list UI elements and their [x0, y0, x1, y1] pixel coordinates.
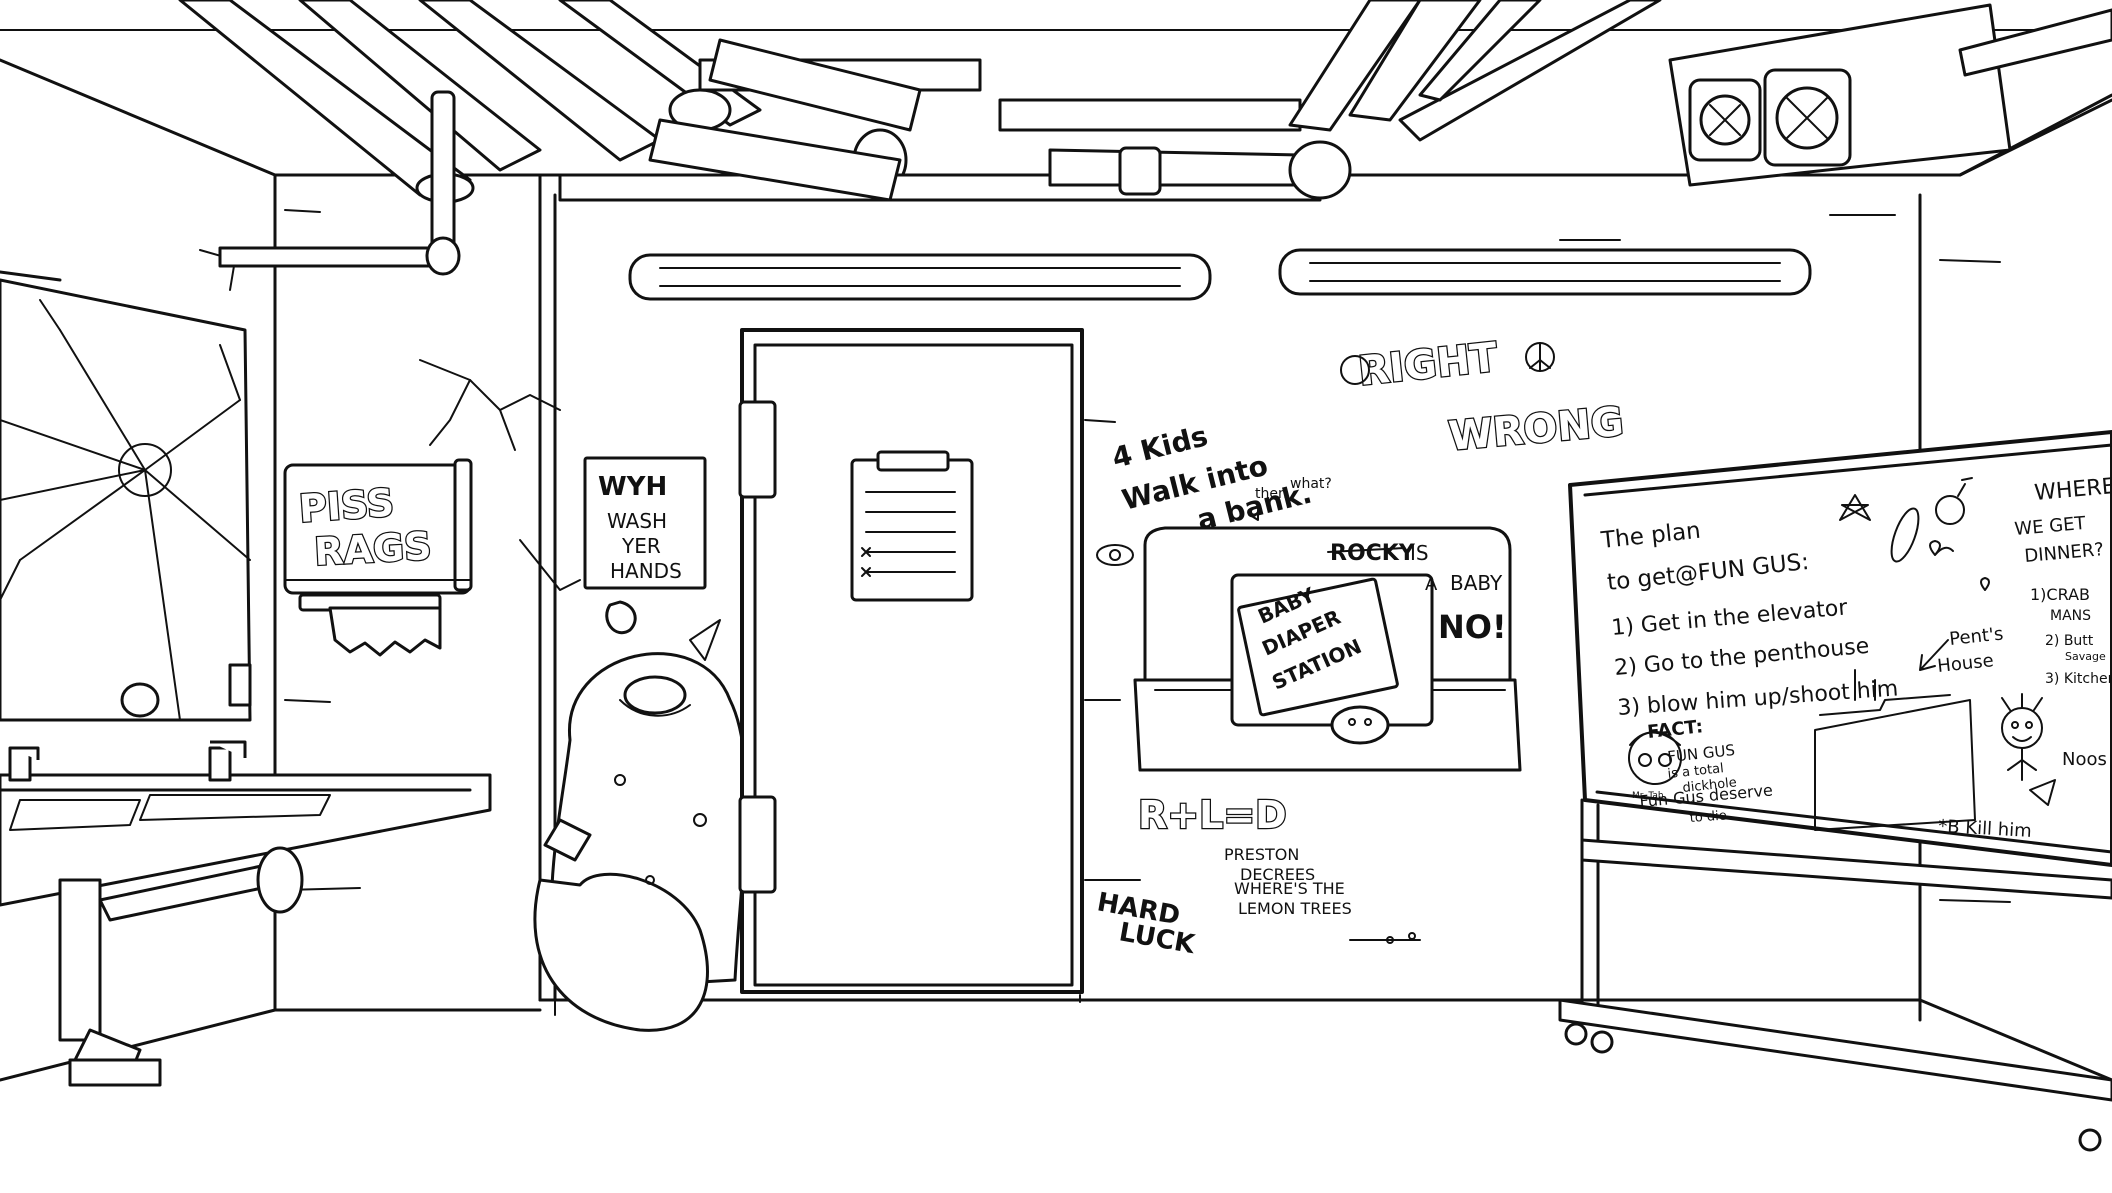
graffiti-right-wrong: RIGHT WRONG — [1340, 333, 1627, 461]
broken-mirror — [0, 278, 252, 722]
ceiling-lights — [628, 248, 1812, 301]
option-line1: 1)CRAB — [2030, 585, 2090, 604]
ceiling-pipes — [178, 0, 2112, 276]
trash-bags — [533, 600, 748, 1032]
kill-him-text: *B Kill him — [1938, 816, 2033, 842]
graffiti-is: IS — [1410, 541, 1429, 565]
graffiti-lower: R+L=D HARD LUCK PRESTON DECREES WHERE'S … — [1095, 792, 1416, 960]
fact-line2: is a total — [1667, 761, 1725, 782]
graffiti-wrong: WRONG — [1447, 399, 1626, 460]
doodle-tag: Mr. Tah — [1632, 791, 1664, 801]
yer-text: YER — [621, 534, 661, 558]
hard-luck-line2: LUCK — [1117, 917, 1198, 960]
whiteboard: The plan to get@FUN GUS: 1) Get in the e… — [1558, 430, 2112, 1152]
kids-joke-aside1: then — [1255, 486, 1287, 502]
graffiti-no: NO! — [1438, 608, 1507, 646]
preston-line3: WHERE'S THE — [1234, 879, 1345, 898]
graffiti-right: RIGHT — [1356, 335, 1500, 395]
fact-line3: dickhole — [1682, 775, 1738, 796]
kids-joke-aside2: what? — [1290, 476, 1332, 492]
paper-towel-dispenser: PISS RAGS — [283, 458, 473, 657]
piss-rags-line2: RAGS — [313, 524, 432, 574]
noos-text: Noos — [2062, 749, 2107, 770]
piss-rags-line1: PISS — [298, 480, 396, 531]
graffiti-rld: R+L=D — [1138, 793, 1287, 837]
sink — [0, 663, 492, 1087]
option-line2: MANS — [2050, 608, 2091, 624]
wyh-text: WYH — [598, 472, 667, 502]
graffiti-rocky: ROCKY — [1330, 541, 1416, 566]
wash-hands-sign: WYH WASH YER HANDS — [583, 456, 707, 590]
preston-line1: PRESTON — [1224, 845, 1299, 864]
option-line3: 2) Butt — [2045, 633, 2094, 649]
door — [738, 328, 1084, 994]
option-line5: 3) Kitchen — [2045, 671, 2112, 687]
hands-text: HANDS — [610, 559, 682, 583]
wash-text: WASH — [607, 509, 667, 533]
preston-line2: DECREES — [1240, 865, 1315, 884]
option-line4: Savage — [2065, 650, 2106, 663]
graffiti-baby: BABY — [1450, 571, 1503, 595]
baby-diaper-station: BABY DIAPER STATION ROCKY IS A BABY NO! — [1133, 526, 1522, 772]
preston-line4: LEMON TREES — [1238, 899, 1352, 918]
fact-line5: to die — [1689, 808, 1727, 826]
graffiti-a: A — [1425, 574, 1438, 595]
